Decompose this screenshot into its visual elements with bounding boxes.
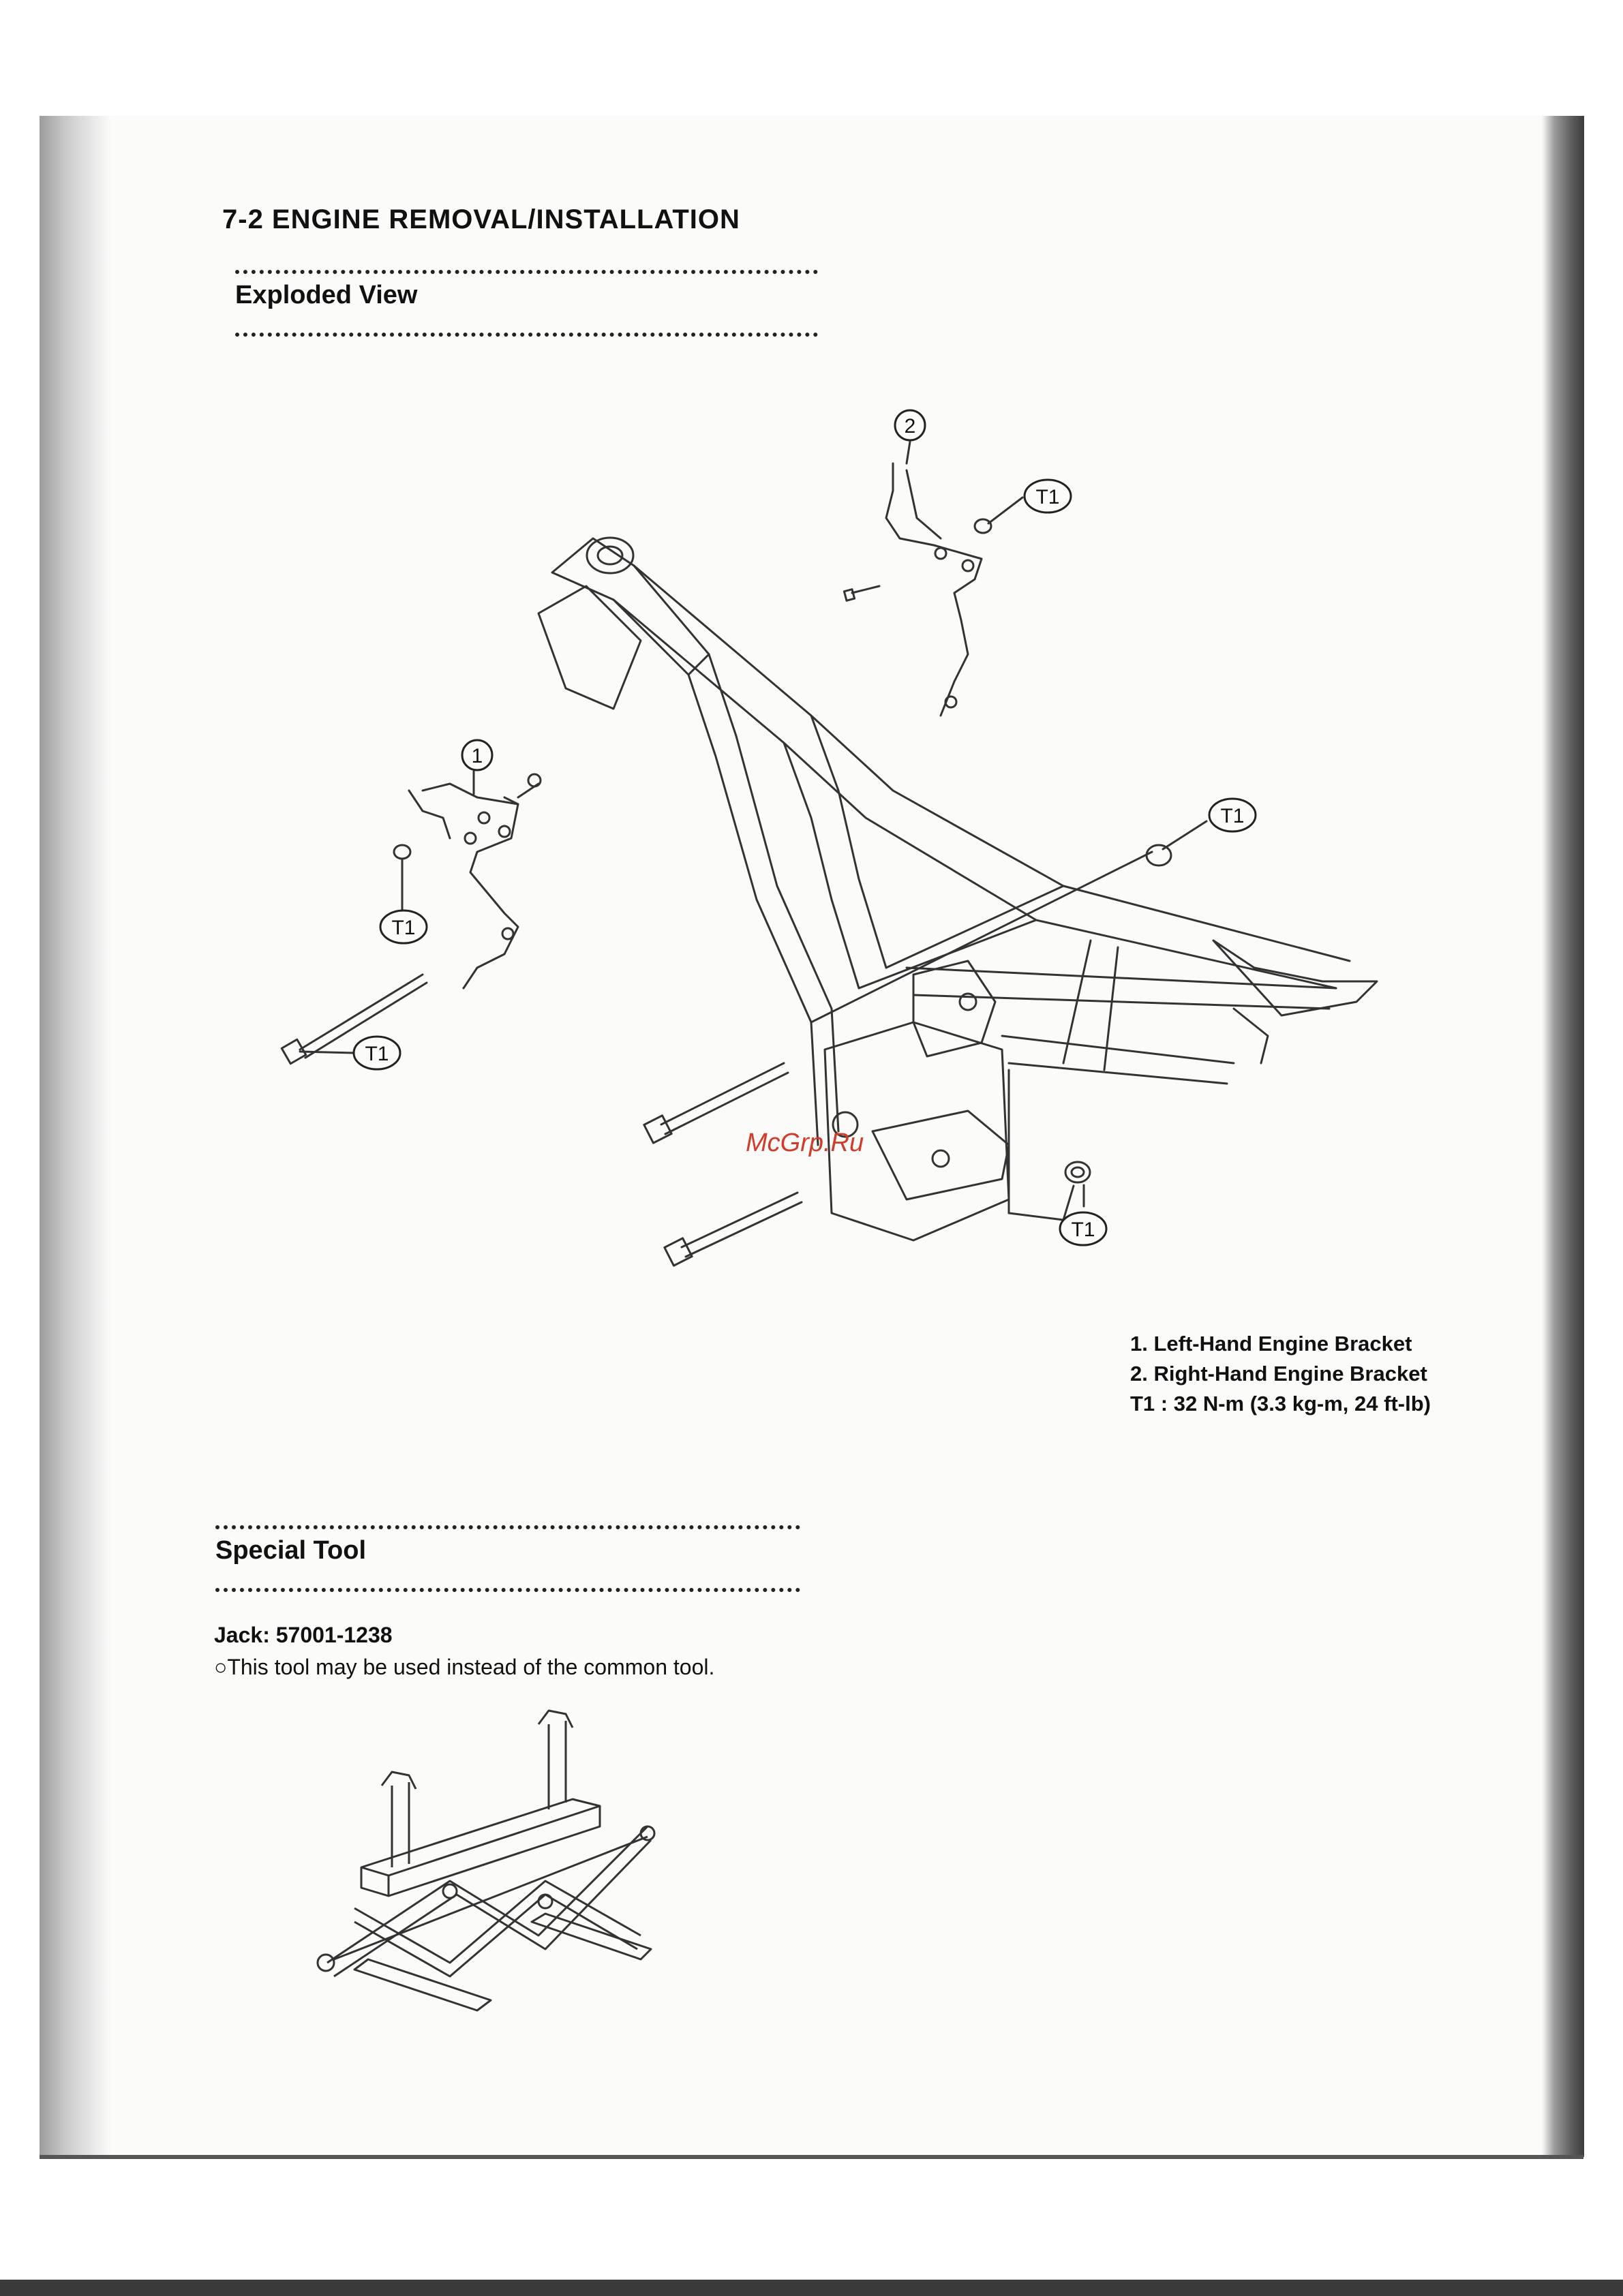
section-title: 7-2 ENGINE REMOVAL/INSTALLATION: [222, 204, 740, 235]
dotted-rule-bottom: [215, 1588, 800, 1592]
dotted-rule-bottom: [235, 333, 818, 337]
frame-lower-mount: [825, 961, 1009, 1240]
watermark: McGrp.Ru: [746, 1129, 864, 1158]
page-edge-shadow: [1542, 116, 1584, 2157]
special-tool-heading: Special Tool: [215, 1536, 366, 1565]
frame-steering-head: [539, 538, 709, 709]
svg-text:T1: T1: [1071, 1219, 1095, 1241]
jack-illustration: [307, 1704, 661, 2031]
svg-text:T1: T1: [365, 1043, 389, 1065]
legend-item-right-bracket: 2. Right-Hand Engine Bracket: [1130, 1359, 1431, 1389]
legend-item-left-bracket: 1. Left-Hand Engine Bracket: [1130, 1329, 1431, 1359]
page-bottom-edge: [40, 2155, 1583, 2159]
frame-main-tubes: [613, 566, 1377, 1145]
right-engine-bracket: [886, 463, 982, 716]
jack-part-number: Jack: 57001-1238: [214, 1623, 393, 1648]
callout-leaders: [300, 442, 1207, 1220]
diagram-legend: 1. Left-Hand Engine Bracket 2. Right-Han…: [1130, 1329, 1431, 1419]
scan-footer-bar: [0, 2280, 1623, 2296]
callout-2: 2: [895, 410, 925, 440]
svg-text:T1: T1: [1035, 486, 1059, 508]
dotted-rule-top: [235, 270, 818, 274]
legend-item-torque: T1 : 32 N-m (3.3 kg-m, 24 ft-lb): [1130, 1389, 1431, 1419]
exploded-view-heading: Exploded View: [235, 281, 417, 310]
book-spine-shadow: [40, 116, 111, 2157]
callout-t1-left-nut: T1: [380, 910, 427, 943]
svg-text:T1: T1: [391, 917, 415, 939]
svg-text:2: 2: [905, 415, 916, 438]
tool-note: ○This tool may be used instead of the co…: [214, 1655, 714, 1680]
exploded-view-diagram: 1 2 T1 T1 T1 T1 T1: [259, 395, 1418, 1295]
svg-text:1: 1: [472, 745, 483, 767]
dotted-rule-top: [215, 1525, 800, 1529]
callout-1: 1: [462, 740, 492, 770]
left-engine-bracket: [409, 784, 518, 988]
callout-t1-bottom: T1: [1060, 1212, 1106, 1245]
svg-text:T1: T1: [1220, 805, 1244, 827]
callout-t1-right-nut: T1: [1209, 799, 1256, 831]
small-fasteners: [394, 519, 1171, 1182]
callout-t1-top-right: T1: [1025, 480, 1071, 512]
callout-t1-left-bolt: T1: [354, 1037, 400, 1069]
